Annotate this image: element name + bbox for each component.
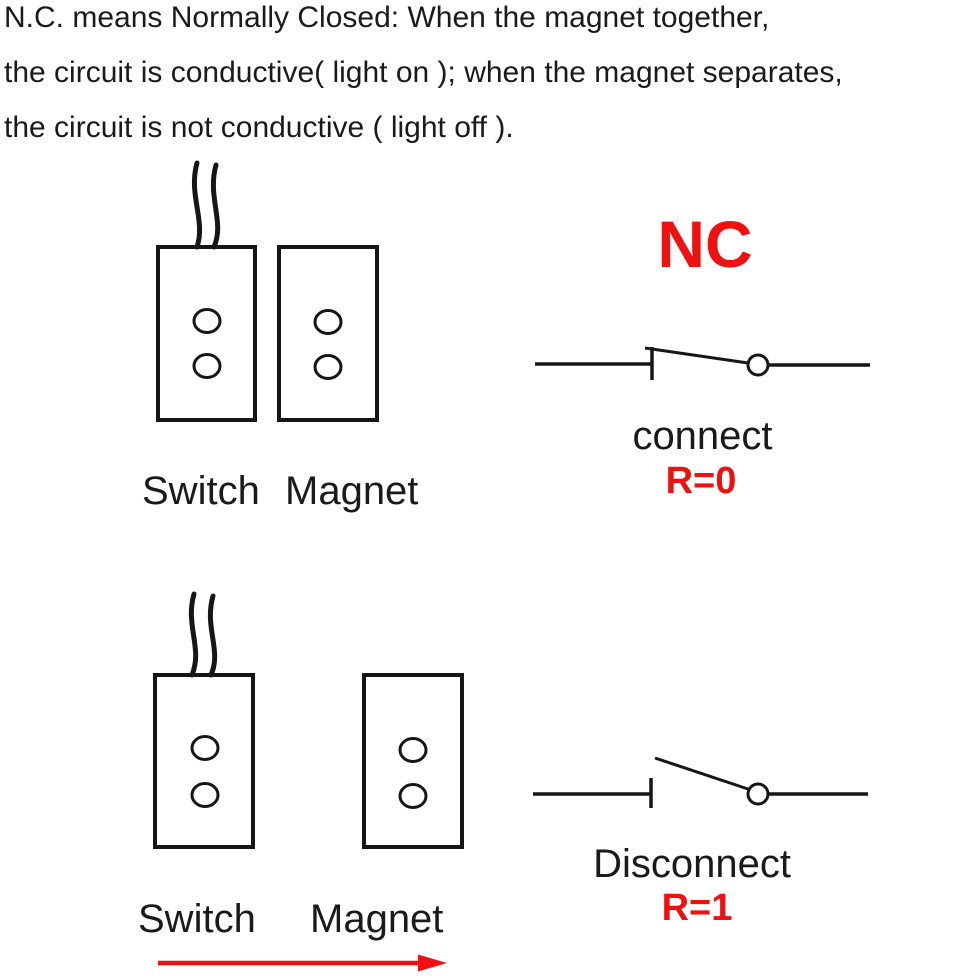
disconnect-caption: Disconnect	[593, 842, 791, 886]
screw-hole-icon	[398, 737, 428, 763]
reed-switch-separated-drawing	[153, 591, 464, 849]
switch-label-top: Switch	[142, 469, 260, 513]
connect-caption: connect	[632, 414, 773, 458]
nc-state-title: NC	[657, 207, 753, 281]
switch-label-bottom: Switch	[138, 897, 256, 941]
closed-circuit-switch-icon	[535, 346, 870, 380]
switch-wire-icon	[210, 162, 221, 250]
screw-hole-icon	[190, 735, 220, 761]
magnet-body	[362, 673, 464, 849]
screw-hole-icon	[313, 309, 343, 335]
screw-hole-icon	[398, 783, 428, 809]
magnet-label-bottom: Magnet	[310, 897, 444, 941]
switch-wire-icon	[188, 591, 199, 678]
open-circuit-switch-icon	[533, 756, 868, 808]
magnet-body	[277, 245, 379, 422]
magnet-label-top: Magnet	[285, 469, 419, 513]
switch-wire-icon	[191, 160, 203, 250]
intro-line-3: the circuit is not conductive ( light of…	[4, 111, 514, 144]
intro-line-2: the circuit is conductive( light on ); w…	[4, 56, 843, 89]
intro-line-1: N.C. means Normally Closed: When the mag…	[4, 1, 770, 34]
right-arrow-icon	[158, 954, 447, 972]
resistance-value-top: R=0	[665, 460, 737, 502]
switch-body	[153, 673, 255, 849]
switch-body	[156, 245, 257, 422]
switch-wire-icon	[207, 593, 218, 678]
screw-hole-icon	[192, 308, 222, 334]
intro-text: N.C. means Normally Closed: When the mag…	[4, 0, 843, 155]
resistance-value-bottom: R=1	[661, 887, 733, 929]
screw-hole-icon	[192, 353, 222, 379]
reed-switch-together-drawing	[156, 160, 379, 422]
screw-hole-icon	[313, 354, 343, 380]
screw-hole-icon	[190, 782, 220, 808]
